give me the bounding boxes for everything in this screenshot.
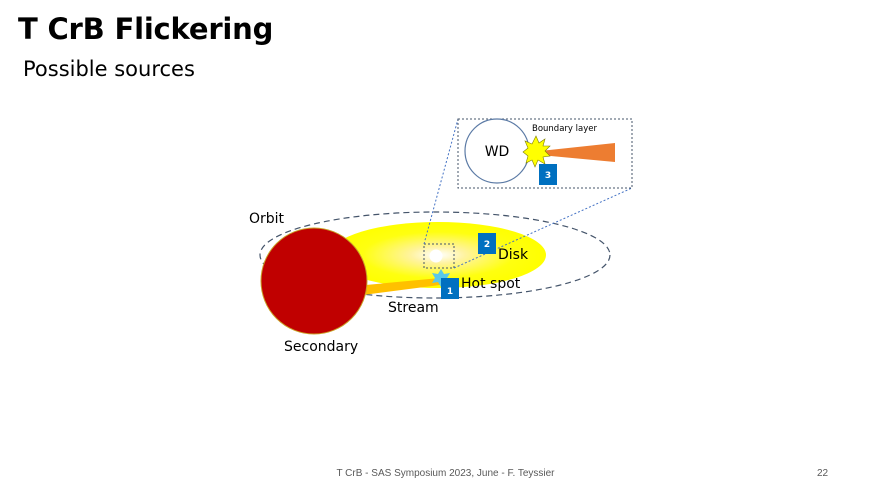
marker-1: 1 bbox=[441, 278, 459, 299]
marker-3-label: 3 bbox=[545, 171, 551, 181]
inset-wd-label: WD bbox=[485, 144, 510, 160]
inset-disk-wedge bbox=[540, 143, 615, 162]
zoom-line-left bbox=[423, 118, 459, 245]
orbit-label: Orbit bbox=[249, 211, 285, 227]
slide-subtitle: Possible sources bbox=[23, 57, 195, 81]
boundary-layer-starburst bbox=[522, 135, 551, 168]
orbit-ellipse bbox=[259, 211, 611, 299]
hot-spot-label: Hot spot bbox=[461, 276, 521, 292]
page-number: 22 bbox=[817, 468, 829, 479]
zoom-box-small bbox=[423, 243, 455, 269]
inset-boundary-layer-label: Boundary layer bbox=[532, 124, 597, 134]
marker-1-label: 1 bbox=[447, 287, 453, 297]
mass-transfer-stream bbox=[355, 278, 440, 296]
slide-footer: T CrB - SAS Symposium 2023, June - F. Te… bbox=[336, 468, 555, 479]
slide-title: T CrB Flickering bbox=[18, 12, 274, 46]
secondary-star bbox=[260, 227, 368, 335]
zoom-line-right bbox=[453, 187, 633, 269]
marker-2: 2 bbox=[478, 233, 496, 254]
disk-label: Disk bbox=[498, 247, 529, 263]
marker-2-label: 2 bbox=[484, 240, 490, 250]
secondary-label: Secondary bbox=[284, 339, 358, 355]
marker-3: 3 bbox=[539, 164, 557, 185]
stream-label: Stream bbox=[388, 300, 439, 316]
white-dwarf-dot bbox=[429, 249, 443, 263]
